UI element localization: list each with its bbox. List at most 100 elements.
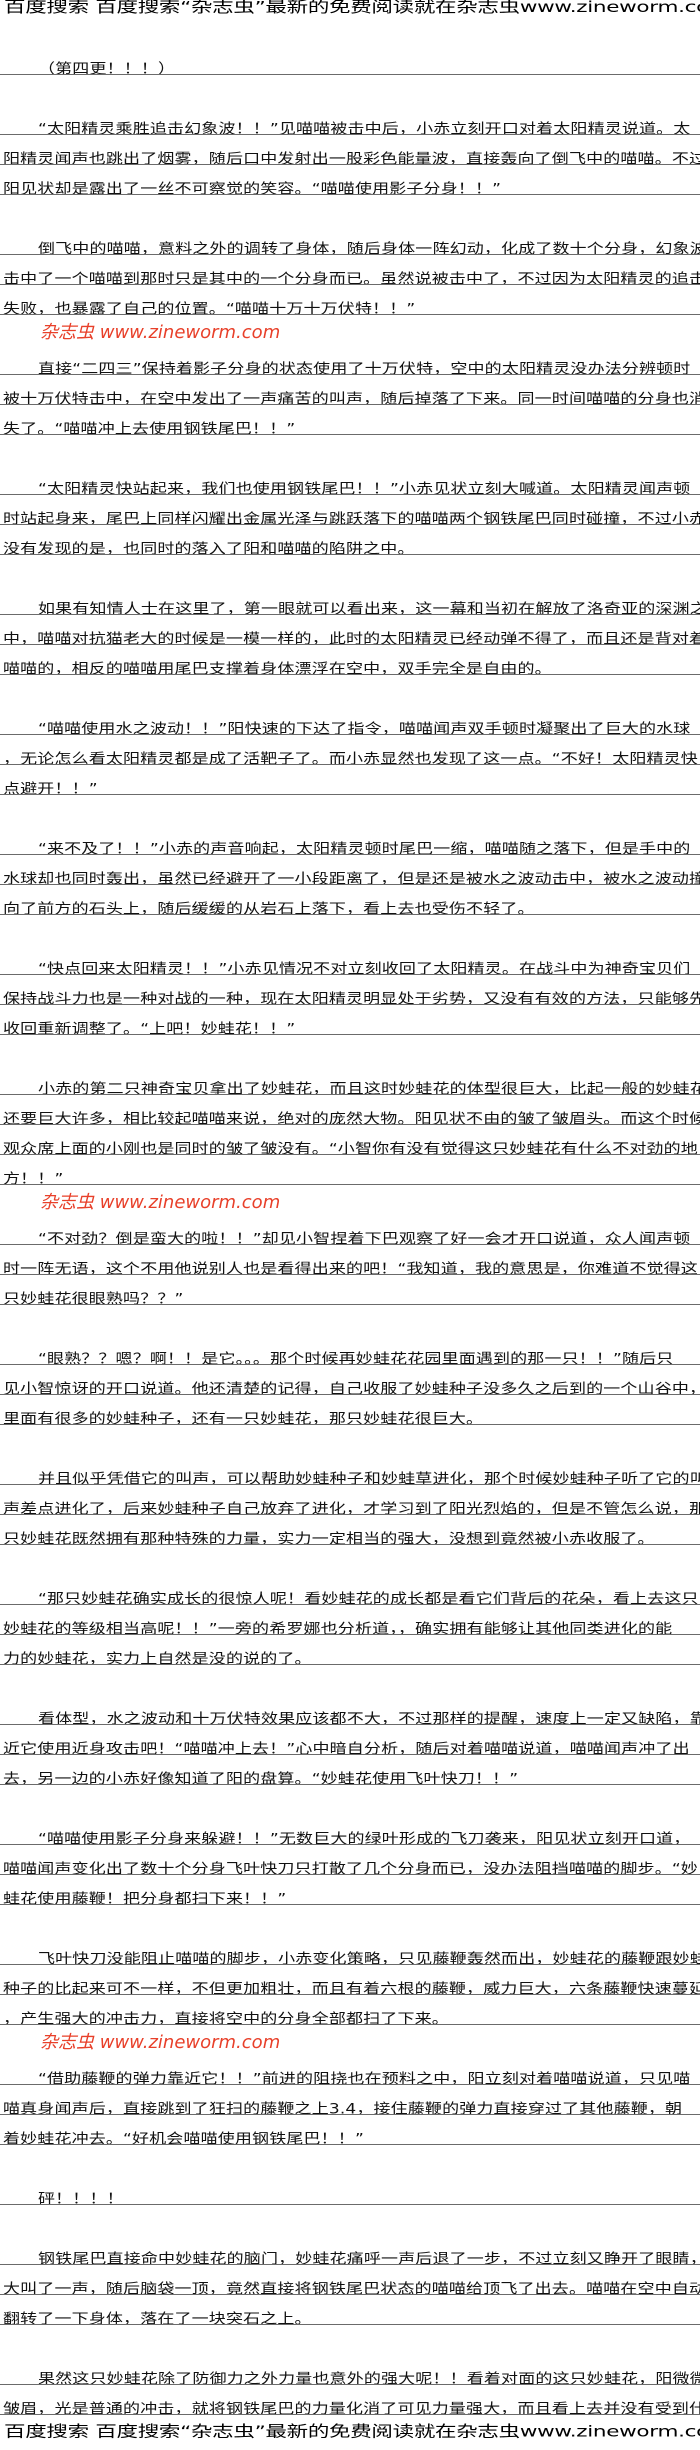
line-text: 向了前方的石头上，随后缓缓的从岩石上落下，看上去也受伤不轻了。 [3,901,535,918]
text-line: 如果有知情人士在这里了，第一眼就可以看出来，这一幕和当初在解放了洛奇亚的深渊之 [0,588,700,618]
line-text: “不对劲？倒是蛮大的啦！！”却见小智捏着下巴观察了好一会才开口说道，众人闻声顿 [38,1231,691,1248]
text-line: 被十万伏特击中，在空中发出了一声痛苦的叫声，随后掉落了下来。同一时间喵喵的分身也… [0,378,700,408]
line-text: 里面有很多的妙蛙种子，还有一只妙蛙花，那只妙蛙花很巨大。 [3,1411,484,1428]
text-line: 里面有很多的妙蛙种子，还有一只妙蛙花，那只妙蛙花很巨大。 [0,1398,700,1428]
paragraph: “不对劲？倒是蛮大的啦！！”却见小智捏着下巴观察了好一会才开口说道，众人闻声顿时… [0,1218,700,1308]
line-text: 力的妙蛙花，实力上自然是没的说的了。 [3,1651,312,1668]
line-text: 声差点进化了，后来妙蛙种子自己放弃了进化，才学习到了阳光烈焰的，但是不管怎么说，… [3,1501,700,1518]
line-text: 失了。“喵喵冲上去使用钢铁尾巴！！” [3,421,296,438]
line-text: 只妙蛙花既然拥有那种特殊的力量，实力一定相当的强大，没想到竟然被小赤收服了。 [3,1531,655,1548]
line-text: “喵喵使用水之波动！！”阳快速的下达了指令，喵喵闻声双手顿时凝聚出了巨大的水球 [38,721,691,738]
chapter-content: （第四更！！！） “太阳精灵乘胜追击幻象波！！”见喵喵被击中后，小赤立刻开口对着太… [0,48,700,2448]
text-line: “喵喵使用水之波动！！”阳快速的下达了指令，喵喵闻声双手顿时凝聚出了巨大的水球 [0,708,700,738]
line-text: 点避开！！” [3,781,98,798]
text-line: 水球却也同时轰出，虽然已经避开了一小段距离了，但是还是被水之波动击中，被水之波动… [0,858,700,888]
line-text: 观众席上面的小刚也是同时的皱了皱没有。“小智你有没有觉得这只妙蛙花有什么不对劲的… [3,1141,698,1158]
line-text: 直接“二四三”保持着影子分身的状态使用了十万伏特，空中的太阳精灵没办法分辨顿时 [38,361,691,378]
text-line: 蛙花使用藤鞭！把分身都扫下来！！” [0,1878,700,1908]
line-text: 果然这只妙蛙花除了防御力之外力量也意外的强大呢！！看着对面的这只妙蛙花，阳微微 [38,2371,700,2388]
line-text: 阳精灵闻声也跳出了烟雾，随后口中发射出一股彩色能量波，直接轰向了倒飞中的喵喵。不… [3,151,700,168]
line-text: 被十万伏特击中，在空中发出了一声痛苦的叫声，随后掉落了下来。同一时间喵喵的分身也… [3,391,700,408]
line-text: “那只妙蛙花确实成长的很惊人呢！看妙蛙花的成长都是看它们背后的花朵，看上去这只 [38,1591,699,1608]
text-line: 小赤的第二只神奇宝贝拿出了妙蛙花，而且这时妙蛙花的体型很巨大，比起一般的妙蛙花 [0,1068,700,1098]
text-line: 砰！！！！ [0,2178,700,2208]
text-line: 保持战斗力也是一种对战的一种，现在太阳精灵明显处于劣势，又没有有效的方法，只能够… [0,978,700,1008]
text-line: 看体型，水之波动和十万伏特效果应该都不大，不过那样的提醒，速度上一定又缺陷，靠 [0,1698,700,1728]
text-line: 翻转了一下身体，落在了一块突石之上。 [0,2298,700,2328]
paragraph: “喵喵使用影子分身来躲避！！”无数巨大的绿叶形成的飞刀袭来，阳见状立刻开口道，喵… [0,1818,700,1908]
line-text: 看体型，水之波动和十万伏特效果应该都不大，不过那样的提醒，速度上一定又缺陷，靠 [38,1711,700,1728]
line-text: 去，另一边的小赤好像知道了阳的盘算。“妙蛙花使用飞叶快刀！！” [3,1771,519,1788]
line-text: 钢铁尾巴直接命中妙蛙花的脑门，妙蛙花痛呼一声后退了一步，不过立刻又睁开了眼睛， [38,2251,700,2268]
paragraph: 并且似乎凭借它的叫声，可以帮助妙蛙种子和妙蛙草进化，那个时候妙蛙种子听了它的叫声… [0,1458,700,1548]
text-line: 收回重新调整了。“上吧！妙蛙花！！” [0,1008,700,1038]
line-text: （第四更！！！） [38,61,176,78]
text-line: （第四更！！！） [0,48,700,78]
text-line: 力的妙蛙花，实力上自然是没的说的了。 [0,1638,700,1668]
text-line: “不对劲？倒是蛮大的啦！！”却见小智捏着下巴观察了好一会才开口说道，众人闻声顿 [0,1218,700,1248]
paragraph: （第四更！！！） [0,48,700,78]
line-text: 倒飞中的喵喵，意料之外的调转了身体，随后身体一阵幻动，化成了数十个分身，幻象波 [38,241,700,258]
line-text: 没有发现的是，也同时的落入了阳和喵喵的陷阱之中。 [3,541,415,558]
top-promo-text[interactable]: 百度搜索 百度搜索“杂志虫”最新的免费阅读就在杂志虫www.zineworm.c… [4,0,700,17]
line-text: 大叫了一声，随后脑袋一顶，竟然直接将钢铁尾巴状态的喵喵给顶飞了出去。喵喵在空中自… [3,2281,700,2298]
text-line: 倒飞中的喵喵，意料之外的调转了身体，随后身体一阵幻动，化成了数十个分身，幻象波 [0,228,700,258]
line-text: 收回重新调整了。“上吧！妙蛙花！！” [3,1021,296,1038]
text-line: “借助藤鞭的弹力靠近它！！”前进的阻挠也在预料之中，阳立刻对着喵喵说道，只见喵 [0,2058,700,2088]
text-line: 方！！” [0,1158,700,1188]
top-promo-banner[interactable]: 百度搜索 百度搜索“杂志虫”最新的免费阅读就在杂志虫www.zineworm.c… [0,0,700,26]
bottom-promo-text[interactable]: 百度搜索 百度搜索“杂志虫”最新的免费阅读就在杂志虫www.zineworm.c… [4,2422,700,2441]
line-text: 如果有知情人士在这里了，第一眼就可以看出来，这一幕和当初在解放了洛奇亚的深渊之 [38,601,700,618]
text-line: 果然这只妙蛙花除了防御力之外力量也意外的强大呢！！看着对面的这只妙蛙花，阳微微 [0,2358,700,2388]
paragraph: 钢铁尾巴直接命中妙蛙花的脑门，妙蛙花痛呼一声后退了一步，不过立刻又睁开了眼睛， 大… [0,2238,700,2328]
text-line: 还要巨大许多，相比较起喵喵来说，绝对的庞然大物。阳见状不由的皱了皱眉头。而这个时… [0,1098,700,1128]
line-text: 失败，也暴露了自己的位置。“喵喵十万十万伏特！！” [3,301,416,318]
line-text: 并且似乎凭借它的叫声，可以帮助妙蛙种子和妙蛙草进化，那个时候妙蛙种子听了它的叫 [38,1471,700,1488]
line-text: 中，喵喵对抗猫老大的时候是一模一样的，此时的太阳精灵已经动弹不得了，而且还是背对… [3,631,700,648]
paragraph: 看体型，水之波动和十万伏特效果应该都不大，不过那样的提醒，速度上一定又缺陷，靠近… [0,1698,700,1788]
line-text: 只妙蛙花很眼熟吗？？” [3,1291,184,1308]
text-line: “快点回来太阳精灵！！”小赤见情况不对立刻收回了太阳精灵。在战斗中为神奇宝贝们 [0,948,700,978]
line-text: “快点回来太阳精灵！！”小赤见情况不对立刻收回了太阳精灵。在战斗中为神奇宝贝们 [38,961,691,978]
text-line: “来不及了！！”小赤的声音响起，太阳精灵顿时尾巴一缩，喵喵随之落下，但是手中的 [0,828,700,858]
text-line: 声差点进化了，后来妙蛙种子自己放弃了进化，才学习到了阳光烈焰的，但是不管怎么说，… [0,1488,700,1518]
line-text: 种子的比起来可不一样，不但更加粗壮，而且有着六根的藤鞭，威力巨大，六条藤鞭快速蔓… [3,1981,700,1998]
bottom-promo-banner[interactable]: 百度搜索 百度搜索“杂志虫”最新的免费阅读就在杂志虫www.zineworm.c… [0,2422,700,2450]
paragraph: 果然这只妙蛙花除了防御力之外力量也意外的强大呢！！看着对面的这只妙蛙花，阳微微皱… [0,2358,700,2418]
paragraph: 砰！！！！ [0,2178,700,2208]
paragraph: “借助藤鞭的弹力靠近它！！”前进的阻挠也在预料之中，阳立刻对着喵喵说道，只见喵喵… [0,2058,700,2148]
text-line: 只妙蛙花既然拥有那种特殊的力量，实力一定相当的强大，没想到竟然被小赤收服了。 [0,1518,700,1548]
line-text: 时一阵无语，这个不用他说别人也是看得出来的吧！“我知道，我的意思是，你难道不觉得… [3,1261,698,1278]
paragraph: 如果有知情人士在这里了，第一眼就可以看出来，这一幕和当初在解放了洛奇亚的深渊之中… [0,588,700,678]
text-line: 阳见状却是露出了一丝不可察觉的笑容。“喵喵使用影子分身！！” [0,168,700,198]
paragraph: “喵喵使用水之波动！！”阳快速的下达了指令，喵喵闻声双手顿时凝聚出了巨大的水球 ，… [0,708,700,798]
text-line: 观众席上面的小刚也是同时的皱了皱没有。“小智你有没有觉得这只妙蛙花有什么不对劲的… [0,1128,700,1158]
line-text: “来不及了！！”小赤的声音响起，太阳精灵顿时尾巴一缩，喵喵随之落下，但是手中的 [38,841,691,858]
text-line: 时站起身来，尾巴上同样闪耀出金属光泽与跳跃落下的喵喵两个钢铁尾巴同时碰撞，不过小… [0,498,700,528]
line-text: 砰！！！！ [38,2191,124,2208]
text-line: 没有发现的是，也同时的落入了阳和喵喵的陷阱之中。 [0,528,700,558]
text-line: 去，另一边的小赤好像知道了阳的盘算。“妙蛙花使用飞叶快刀！！” [0,1758,700,1788]
paragraph: 小赤的第二只神奇宝贝拿出了妙蛙花，而且这时妙蛙花的体型很巨大，比起一般的妙蛙花还… [0,1068,700,1188]
text-line: 时一阵无语，这个不用他说别人也是看得出来的吧！“我知道，我的意思是，你难道不觉得… [0,1248,700,1278]
line-text: 击中了一个喵喵到那时只是其中的一个分身而已。虽然说被击中了，不过因为太阳精灵的追… [3,271,700,288]
text-line: 见小智惊讶的开口说道。他还清楚的记得，自己收服了妙蛙种子没多久之后到的一个山谷中… [0,1368,700,1398]
text-line: 飞叶快刀没能阻止喵喵的脚步，小赤变化策略，只见藤鞭轰然而出，妙蛙花的藤鞭跟妙蛙 [0,1938,700,1968]
text-line: “那只妙蛙花确实成长的很惊人呢！看妙蛙花的成长都是看它们背后的花朵，看上去这只 [0,1578,700,1608]
text-line: 并且似乎凭借它的叫声，可以帮助妙蛙种子和妙蛙草进化，那个时候妙蛙种子听了它的叫 [0,1458,700,1488]
line-text: 还要巨大许多，相比较起喵喵来说，绝对的庞然大物。阳见状不由的皱了皱眉头。而这个时… [3,1111,700,1128]
line-text: 保持战斗力也是一种对战的一种，现在太阳精灵明显处于劣势，又没有有效的方法，只能够… [3,991,700,1008]
line-text: 方！！” [3,1171,64,1188]
line-text: 时站起身来，尾巴上同样闪耀出金属光泽与跳跃落下的喵喵两个钢铁尾巴同时碰撞，不过小… [3,511,700,528]
line-text: 皱眉，光是普通的冲击，就将钢铁尾巴的力量化消了可见力量强大，而且看上去并没有受到… [3,2401,700,2418]
text-line: “太阳精灵乘胜追击幻象波！！”见喵喵被击中后，小赤立刻开口对着太阳精灵说道。太 [0,108,700,138]
line-text: 着妙蛙花冲去。“好机会喵喵使用钢铁尾巴！！” [3,2131,364,2148]
text-line: 钢铁尾巴直接命中妙蛙花的脑门，妙蛙花痛呼一声后退了一步，不过立刻又睁开了眼睛， [0,2238,700,2268]
line-text: ，无论怎么看太阳精灵都是成了活靶子了。而小赤显然也发现了这一点。“不好！太阳精灵… [3,751,698,768]
text-line: “太阳精灵快站起来，我们也使用钢铁尾巴！！”小赤见状立刻大喊道。太阳精灵闻声顿 [0,468,700,498]
paragraph: 飞叶快刀没能阻止喵喵的脚步，小赤变化策略，只见藤鞭轰然而出，妙蛙花的藤鞭跟妙蛙种… [0,1938,700,2028]
line-text: “喵喵使用影子分身来躲避！！”无数巨大的绿叶形成的飞刀袭来，阳见状立刻开口道， [38,1831,691,1848]
text-line: 失了。“喵喵冲上去使用钢铁尾巴！！” [0,408,700,438]
text-line: 中，喵喵对抗猫老大的时候是一模一样的，此时的太阳精灵已经动弹不得了，而且还是背对… [0,618,700,648]
paragraph: “眼熟？？嗯？啊！！是它。。。那个时候再妙蛙花花园里面遇到的那一只！！”随后只见… [0,1338,700,1428]
